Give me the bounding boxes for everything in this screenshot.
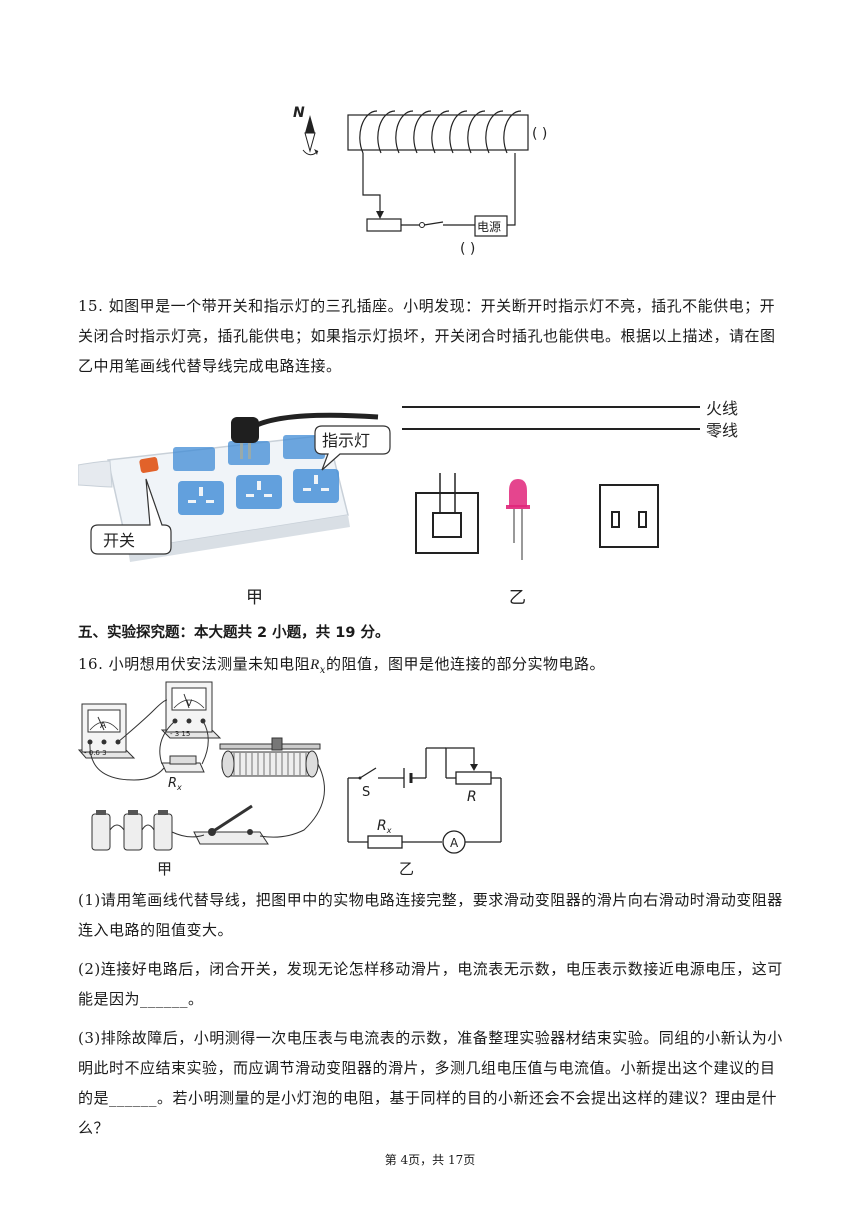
- power-source-box: [474, 215, 508, 237]
- schematic-rx: [367, 835, 403, 849]
- schematic-s-label: S: [362, 785, 370, 800]
- resistor-rx: Rx: [161, 755, 205, 792]
- neutral-wire-label: 零线: [706, 421, 738, 440]
- q16-fig-a-label: 甲: [157, 860, 173, 878]
- voltmeter: V - 3 15: [160, 681, 222, 739]
- q16-part3: (3)排除故障后，小明测得一次电压表与电流表的示数，准备整理实验器材结束实验。同…: [78, 1029, 783, 1137]
- indicator-label: 指示灯: [322, 431, 370, 450]
- voltmeter-scale: - 3 15: [170, 730, 190, 738]
- q15-fig-b-label: 乙: [509, 588, 526, 608]
- compass-n-label: N: [293, 105, 305, 121]
- slide-rheostat: [219, 737, 321, 778]
- q15-text: 15. 如图甲是一个带开关和指示灯的三孔插座。小明发现：开关断开时指示灯不亮，插…: [78, 297, 776, 375]
- physical-circuit-figure: A - 0.6 3 V - 3 15 Rx: [77, 681, 325, 851]
- led-indicator: [506, 479, 530, 560]
- switch-callout: [90, 478, 172, 555]
- wall-switch: [415, 473, 479, 554]
- knife-switch: [193, 804, 269, 845]
- switch-label: 开关: [103, 531, 135, 550]
- q16-intro-sub: x: [319, 665, 326, 676]
- solenoid-core: [347, 114, 529, 151]
- q16-part2: (2)连接好电路后，闭合开关，发现无论怎样移动滑片，电流表无示数，电压表示数接近…: [78, 960, 783, 1008]
- strip-switch: [139, 457, 159, 473]
- switch-lever: [423, 221, 444, 226]
- outlet-socket: [599, 484, 659, 548]
- indicator-callout: [314, 425, 391, 471]
- rheostat: [366, 218, 402, 232]
- live-wire-label: 火线: [706, 399, 738, 418]
- ammeter-letter: A: [100, 721, 107, 731]
- q16-intro-suffix: 的阻值，图甲是他连接的部分实物电路。: [325, 655, 605, 673]
- schematic-ammeter-letter: A: [450, 836, 459, 850]
- wire-right: [507, 153, 516, 226]
- solenoid-pole-blank: ( ): [532, 126, 547, 142]
- connecting-wires: [89, 699, 325, 838]
- ammeter: A - 0.6 3: [77, 703, 136, 759]
- q16-intro-prefix: 16. 小明想用伏安法测量未知电阻: [78, 655, 311, 673]
- solenoid-figure: N ( ) 电源 ( ): [293, 105, 547, 257]
- q15-fig-a-label: 甲: [246, 588, 263, 608]
- compass-needle: [302, 115, 319, 156]
- schematic-rx-label: Rx: [377, 818, 392, 835]
- solenoid-coils: [359, 110, 522, 154]
- section5-heading: 五、实验探究题：本大题共 2 小题，共 19 分。: [78, 625, 390, 641]
- ammeter-scale: - 0.6 3: [84, 749, 107, 757]
- schematic-rheostat: [455, 771, 492, 785]
- schematic-figure: S R Rx A: [347, 747, 502, 854]
- wiring-figure: 火线 零线: [402, 399, 738, 560]
- voltmeter-letter: V: [186, 699, 193, 709]
- schematic-switch: [359, 767, 377, 779]
- q16-part1: (1)请用笔画线代替导线，把图甲中的实物电路连接完整，要求滑动变阻器的滑片向右滑…: [78, 891, 783, 939]
- q16-intro: 16. 小明想用伏安法测量未知电阻Rx的阻值，图甲是他连接的部分实物电路。: [78, 649, 783, 686]
- socket-row-bottom: [178, 469, 339, 515]
- schematic-r-label: R: [467, 789, 477, 805]
- wire-left: [362, 153, 381, 217]
- power-source-label: 电源: [477, 220, 501, 234]
- plug-head: [231, 417, 259, 443]
- power-strip-figure: 指示灯 开关: [78, 412, 391, 562]
- battery-pack: [91, 810, 173, 851]
- page-footer: 第 4页，共 17页: [384, 1153, 476, 1167]
- power-polarity-blank: ( ): [460, 241, 475, 257]
- q16-fig-b-label: 乙: [399, 860, 415, 878]
- rx-physical-label: Rx: [168, 776, 182, 792]
- q16-intro-var: R: [310, 657, 320, 673]
